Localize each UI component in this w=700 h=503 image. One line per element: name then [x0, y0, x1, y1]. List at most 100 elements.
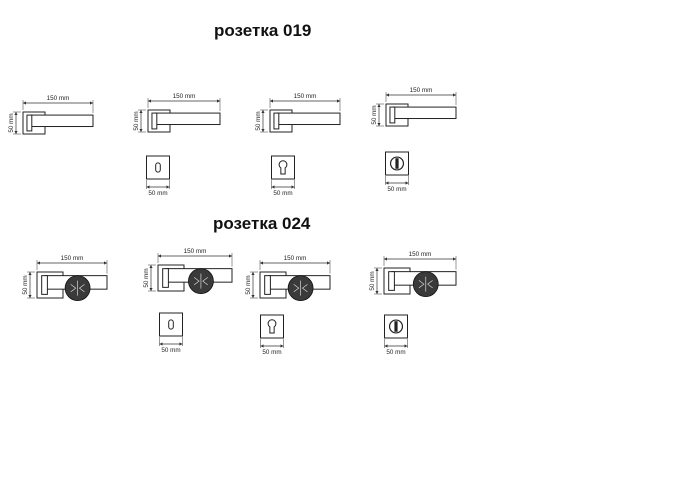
handle-drawing: 150 mm 50 mm	[255, 93, 341, 133]
dimension-arrow	[166, 185, 170, 189]
handle-length-label: 150 mm	[47, 95, 70, 102]
dimension-arrow	[375, 291, 379, 294]
handle-drawing: 150 mm 50 mm	[8, 95, 94, 135]
rosette-width-label: 50 mm	[161, 347, 180, 354]
rosette-width-label: 50 mm	[262, 349, 281, 356]
disc-marking	[293, 280, 308, 296]
dimension-arrow	[404, 344, 408, 348]
dimension-arrow	[377, 104, 381, 107]
dimension-arrow	[375, 268, 379, 271]
dimension-arrow	[159, 342, 163, 346]
keyhole-icon	[155, 162, 161, 173]
dimension-arrow	[280, 344, 284, 348]
dimension-arrow	[14, 112, 18, 115]
rosette-height-label: 50 mm	[369, 271, 376, 290]
lever-bar	[154, 112, 221, 126]
dimension-arrow	[146, 185, 150, 189]
dimension-arrow	[148, 99, 151, 103]
dimension-arrow	[37, 261, 40, 265]
handle-length-label: 150 mm	[294, 93, 317, 100]
handle-drawing: 150 mm 50 mm	[245, 255, 331, 301]
rosette-height-label: 50 mm	[8, 113, 15, 132]
dimension-arrow	[261, 129, 265, 132]
lever-neck	[26, 114, 33, 132]
handle-length-label: 150 mm	[284, 255, 307, 262]
keyhole-icon	[168, 319, 174, 330]
lever-neck	[389, 106, 396, 124]
handle-length-label: 150 mm	[173, 93, 196, 100]
dimension-arrow	[260, 344, 264, 348]
dimension-arrow	[28, 272, 32, 275]
dimension-arrow	[384, 257, 387, 261]
lever-neck	[273, 112, 280, 130]
rosette-width-label: 50 mm	[387, 186, 406, 193]
rosette-height-label: 50 mm	[22, 275, 29, 294]
dimension-arrow	[14, 131, 18, 134]
lever-neck	[41, 275, 48, 295]
dimension-arrow	[271, 185, 275, 189]
dimension-arrow	[327, 261, 330, 265]
dimension-arrow	[251, 272, 255, 275]
handle-length-label: 150 mm	[184, 248, 207, 255]
euro-cylinder-icon	[278, 160, 288, 175]
disc-marking	[193, 273, 208, 289]
dimension-arrow	[405, 181, 409, 185]
rosette-height-label: 50 mm	[133, 111, 140, 130]
handle-drawing: 150 mm 50 mm	[371, 87, 457, 127]
escutcheon-keyhole: 50 mm	[146, 155, 170, 197]
rosette-height-label: 50 mm	[245, 275, 252, 294]
wc-turn-slot	[394, 321, 398, 332]
escutcheon-wc-turn: 50 mm	[385, 151, 409, 193]
dimension-arrow	[179, 342, 183, 346]
dimension-arrow	[229, 254, 232, 258]
dimension-arrow	[337, 99, 340, 103]
lever-neck	[264, 275, 271, 295]
lever-bar	[29, 114, 94, 128]
rosette-height-label: 50 mm	[371, 105, 378, 124]
dimension-arrow	[377, 123, 381, 126]
handle-drawing: 150 mm 50 mm	[143, 248, 233, 294]
lever-neck	[162, 268, 169, 288]
lever-neck	[151, 112, 158, 130]
dimension-arrow	[149, 265, 153, 268]
dimension-arrow	[139, 129, 143, 132]
rosette-width-label: 50 mm	[148, 190, 167, 197]
dimension-arrow	[104, 261, 107, 265]
rosette-height-label: 50 mm	[143, 268, 150, 287]
lever-bar	[392, 106, 457, 120]
section-title-019: розетка 019	[214, 21, 312, 40]
dimension-arrow	[453, 257, 456, 261]
dimension-arrow	[386, 93, 389, 97]
dimension-arrow	[453, 93, 456, 97]
dimension-arrow	[261, 110, 265, 113]
handle-drawing: 150 mm 50 mm	[133, 93, 221, 133]
rosette-width-label: 50 mm	[273, 190, 292, 197]
dimension-arrow	[385, 181, 389, 185]
escutcheon-wc-turn: 50 mm	[384, 314, 408, 356]
dimension-arrow	[139, 110, 143, 113]
euro-cylinder-icon	[267, 319, 277, 334]
dimension-arrow	[251, 295, 255, 298]
handle-drawing: 150 mm 50 mm	[369, 251, 457, 297]
lever-bar	[276, 112, 341, 126]
dimension-arrow	[90, 101, 93, 105]
dimension-arrow	[28, 295, 32, 298]
disc-marking	[70, 280, 85, 296]
escutcheon-keyhole: 50 mm	[159, 312, 183, 354]
rosette-width-label: 50 mm	[386, 349, 405, 356]
dimension-arrow	[291, 185, 295, 189]
dimension-arrow	[149, 288, 153, 291]
handle-length-label: 150 mm	[410, 87, 433, 94]
lever-neck	[388, 271, 395, 291]
dimension-arrow	[23, 101, 26, 105]
handle-length-label: 150 mm	[409, 251, 432, 258]
disc-marking	[418, 276, 433, 292]
wc-turn-slot	[395, 158, 399, 169]
dimension-arrow	[217, 99, 220, 103]
dimension-arrow	[158, 254, 161, 258]
rosette-height-label: 50 mm	[255, 111, 262, 130]
dimension-arrow	[270, 99, 273, 103]
